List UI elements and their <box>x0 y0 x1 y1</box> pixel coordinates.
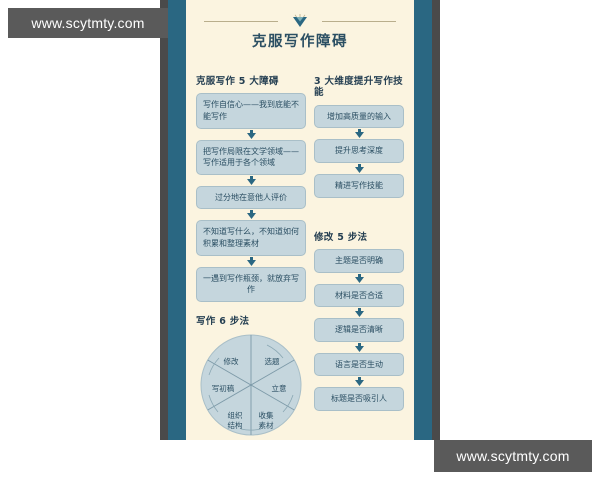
arrow-down-icon <box>196 256 306 267</box>
column-right: 3 大维度提升写作技能 增加高质量的输入 提升思考深度 精进写作技能 修改 5 … <box>312 76 414 437</box>
wheel-label-6: 修改 <box>224 356 239 366</box>
title-rule-left <box>204 21 278 22</box>
poster-side-bar-left <box>168 0 186 440</box>
arrow-down-icon <box>196 175 306 186</box>
arrow-down-icon <box>196 209 306 220</box>
writing-wheel-wrap: 选题 立意 收集 素材 组织 结构 写初稿 修改 <box>196 333 306 437</box>
diamond-ornament-icon <box>293 14 307 27</box>
obstacle-item-1[interactable]: 写作自信心——我到底能不能写作 <box>196 93 306 129</box>
column-left: 克服写作 5 大障碍 写作自信心——我到底能不能写作 把写作局限在文学领域——写… <box>186 76 312 437</box>
arrow-down-icon <box>314 128 404 139</box>
wheel-label-3b: 素材 <box>259 420 274 430</box>
section-heading-revision: 修改 5 步法 <box>314 231 368 243</box>
section-heading-wheel: 写作 6 步法 <box>196 315 250 327</box>
revision-item-3[interactable]: 逻辑是否清晰 <box>314 318 404 342</box>
section-skills: 3 大维度提升写作技能 增加高质量的输入 提升思考深度 精进写作技能 <box>314 76 404 198</box>
wheel-label-5: 写初稿 <box>212 383 235 393</box>
poster-title-block: 克服写作障碍 <box>186 14 414 50</box>
revision-item-1[interactable]: 主题是否明确 <box>314 248 404 273</box>
wheel-label-4b: 结构 <box>228 420 243 430</box>
poster-card: 克服写作障碍 克服写作 5 大障碍 写作自信心——我到底能不能写作 把写作局限在… <box>186 0 414 440</box>
skill-item-3[interactable]: 精进写作技能 <box>314 173 404 198</box>
arrow-down-icon <box>314 342 404 353</box>
obstacle-item-2[interactable]: 把写作局限在文学领域——写作适用于各个领域 <box>196 139 306 175</box>
arrow-down-icon <box>314 163 404 174</box>
poster-columns: 克服写作 5 大障碍 写作自信心——我到底能不能写作 把写作局限在文学领域——写… <box>186 76 414 437</box>
obstacle-item-5[interactable]: 一遇到写作瓶颈，就放弃写作 <box>196 266 306 302</box>
arrow-down-icon <box>314 273 404 284</box>
arrow-down-icon <box>314 307 404 318</box>
wheel-label-2: 立意 <box>272 383 287 393</box>
revision-item-2[interactable]: 材料是否合适 <box>314 283 404 308</box>
section-writing-wheel: 写作 6 步法 选题 <box>196 316 306 437</box>
arrow-down-icon <box>314 376 404 387</box>
skill-item-1[interactable]: 增加高质量的输入 <box>314 104 404 129</box>
revision-item-5[interactable]: 标题是否吸引人 <box>314 387 404 411</box>
title-rule-right <box>322 21 396 22</box>
skill-item-2[interactable]: 提升思考深度 <box>314 139 404 163</box>
watermark-bottom: www.scytmty.com <box>434 440 592 472</box>
poster-side-bar-right <box>414 0 432 440</box>
obstacle-item-3[interactable]: 过分地在意他人评价 <box>196 185 306 210</box>
section-revision: 修改 5 步法 主题是否明确 材料是否合适 逻辑是否清晰 语言是否生动 标题是 <box>314 232 404 411</box>
section-heading-obstacles: 克服写作 5 大障碍 <box>196 76 279 87</box>
obstacle-item-4[interactable]: 不知道写什么，不知道如何积累和整理素材 <box>196 220 306 256</box>
wheel-label-4a: 组织 <box>228 410 243 420</box>
arrow-down-icon <box>196 129 306 140</box>
wheel-label-3a: 收集 <box>259 410 274 420</box>
revision-item-4[interactable]: 语言是否生动 <box>314 352 404 377</box>
writing-wheel-diagram[interactable]: 选题 立意 收集 素材 组织 结构 写初稿 修改 <box>199 333 303 437</box>
title-ornament-row <box>186 14 414 28</box>
section-heading-skills: 3 大维度提升写作技能 <box>314 76 403 99</box>
section-obstacles: 克服写作 5 大障碍 写作自信心——我到底能不能写作 把写作局限在文学领域——写… <box>196 76 306 302</box>
wheel-label-1: 选题 <box>265 356 280 366</box>
page-title: 克服写作障碍 <box>252 33 348 50</box>
watermark-top: www.scytmty.com <box>8 8 168 38</box>
